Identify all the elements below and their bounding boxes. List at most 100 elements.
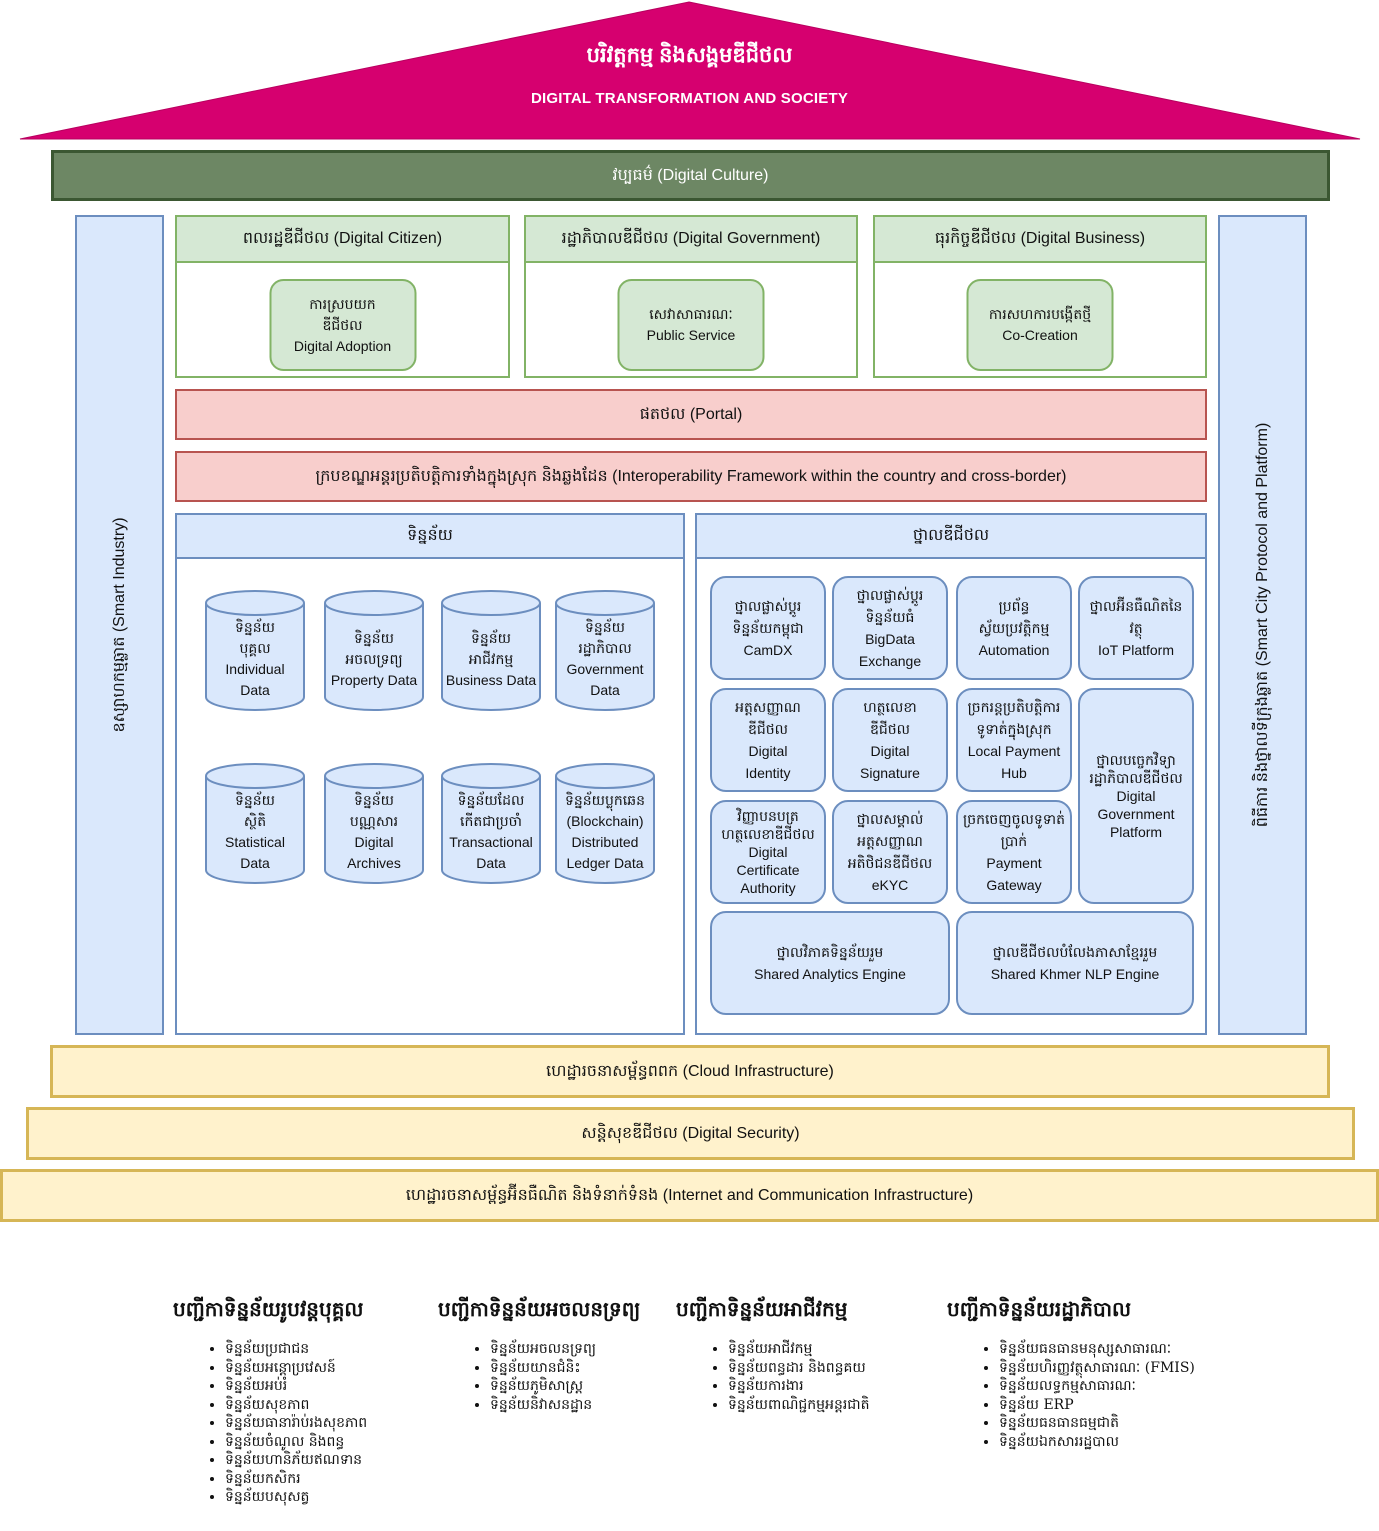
- platform-en-line: Shared Analytics Engine: [754, 966, 906, 982]
- platform-km-line: ថ្នាលអ៊ីនធឺណិតនៃ: [1089, 598, 1183, 614]
- registry-item: ទិន្នន័យភូមិសាស្ត្រ: [490, 1377, 640, 1396]
- registry-item: ទិន្នន័យពាណិជ្ជកម្មអន្តរជាតិ: [728, 1396, 870, 1415]
- digital-citizen-title: ពលរដ្ឋឌីជីថល (Digital Citizen): [242, 230, 443, 247]
- registry-item: ទិន្នន័យឯកសាររដ្ឋបាល: [999, 1433, 1195, 1452]
- data-store-km-line: ទិន្នន័យ: [354, 629, 394, 646]
- digital-security-label: សន្តិសុខឌីជីថល (Digital Security): [581, 1124, 800, 1142]
- data-store-km-line: កើតជាប្រចាំ: [460, 813, 522, 829]
- platform-km-line: ស្វ័យប្រវត្តិកម្ម: [978, 620, 1050, 636]
- registry-item: ទិន្នន័យធនធានធម្មជាតិ: [999, 1414, 1195, 1433]
- data-store-km-line: អាជីវកម្ម: [468, 650, 514, 667]
- platform-en-line: Signature: [860, 765, 920, 781]
- interoperability-label: ក្របខណ្ឌអន្តរប្រតិបត្តិការទាំងក្នុងស្រុក…: [315, 467, 1067, 485]
- platform-km-line: ថ្នាលឌីជីថលបំលែងភាសាខ្មែររួម: [992, 944, 1158, 960]
- platform-en-line: Platform: [1109, 824, 1163, 840]
- data-store-km-line: ទិន្នន័យ: [235, 619, 275, 635]
- portal-bar: ផតថល (Portal): [175, 389, 1207, 440]
- registry-title: បញ្ជីកាទិន្នន័យអចលនទ្រព្យ: [438, 1297, 641, 1321]
- data-store-km-line: ទិន្នន័យប្លុកឆេន: [565, 792, 645, 808]
- data-store-en-line: Data: [590, 682, 620, 698]
- platform-km-line: ច្រកចេញចូលទូទាត់: [963, 811, 1065, 827]
- public-service-box: សេវាសាធារណៈ Public Service: [617, 279, 765, 371]
- data-store-en-line: Transactional: [449, 834, 533, 850]
- registry-title: បញ្ជីកាទិន្នន័យរូបវន្តបុគ្គល: [173, 1297, 364, 1321]
- platform-box-iot: ថ្នាលអ៊ីនធឺណិតនៃវត្ថុIoT Platform: [1078, 576, 1194, 680]
- digital-government-panel: រដ្ឋាភិបាលឌីជីថល (Digital Government) សេ…: [524, 215, 858, 378]
- platform-en-line: Certificate: [736, 862, 800, 878]
- co-creation-box: ការសហការបង្កើតថ្មី Co-Creation: [966, 279, 1114, 371]
- registry-item: ទិន្នន័យយានជំនិះ: [490, 1359, 640, 1378]
- platform-km-line: ទិន្នន័យធំ: [865, 609, 915, 625]
- digital-platform-title: ថ្នាលឌីជីថល: [912, 527, 990, 544]
- platform-km-line: អត្តសញ្ញាណ: [735, 699, 801, 715]
- digital-platform-panel: ថ្នាលឌីជីថល ថ្នាលផ្លាស់ប្តូរទិន្នន័យកម្ព…: [695, 513, 1207, 1035]
- digital-business-header: ធុរកិច្ចឌីជីថល (Digital Business): [875, 217, 1205, 263]
- platform-km-line: ថ្នាលសម្គាល់: [856, 811, 924, 827]
- registry-item: ទិន្នន័យហានិភ័យឥណទាន: [225, 1451, 367, 1470]
- platform-km-line: ឌីជីថល: [748, 721, 788, 737]
- registry-items: ទិន្នន័យអចលនទ្រព្យទិន្នន័យយានជំនិះទិន្នន…: [438, 1340, 640, 1414]
- data-store-km-line: ទិន្នន័យ: [354, 792, 394, 808]
- registry-item: ទិន្នន័យអប់រំ: [225, 1377, 367, 1396]
- platform-km-line: ថ្នាលផ្លាស់ប្តូរ: [734, 598, 802, 614]
- platform-km-line: ថ្នាលវិភាគទិន្នន័យរួម: [776, 944, 884, 960]
- data-store-en-line: Data: [240, 855, 270, 871]
- data-store-en-line: Business Data: [445, 671, 537, 688]
- platform-en-line: Digital: [748, 844, 788, 860]
- registry-item: ទិន្នន័យអចលនទ្រព្យ: [490, 1340, 640, 1359]
- registry-item: ទិន្នន័យធានារ៉ាប់រងសុខភាព: [225, 1414, 367, 1433]
- cloud-infrastructure-bar: ហេដ្ឋារចនាសម្ព័ន្ធពពក (Cloud Infrastruct…: [50, 1045, 1330, 1098]
- data-store-km-line: រដ្ឋាភិបាល: [578, 640, 632, 656]
- ict-infrastructure-bar: ហេដ្ឋារចនាសម្ព័ន្ធអ៊ីនធឺណិត និងទំនាក់ទំន…: [0, 1169, 1379, 1222]
- cloud-infrastructure-label: ហេដ្ឋារចនាសម្ព័ន្ធពពក (Cloud Infrastruct…: [546, 1062, 834, 1080]
- platform-en-line: Government: [1097, 806, 1175, 822]
- registry-item: ទិន្នន័យអន្តោប្រវេសន៍: [225, 1359, 367, 1378]
- digital-citizen-panel: ពលរដ្ឋឌីជីថល (Digital Citizen) ការស្របយក…: [175, 215, 510, 378]
- registry-item: ទិន្នន័យចំណូល និងពន្ធ: [225, 1433, 367, 1452]
- box-en-label: Public Service: [646, 327, 736, 343]
- roof-title-english: DIGITAL TRANSFORMATION AND SOCIETY: [530, 90, 849, 107]
- registry-item: ទិន្នន័យអាជីវកម្ម: [728, 1340, 870, 1359]
- digital-citizen-header: ពលរដ្ឋឌីជីថល (Digital Citizen): [177, 217, 508, 263]
- platform-en-line: Digital: [870, 743, 910, 759]
- data-store-km-line: ទិន្នន័យ: [235, 792, 275, 808]
- data-store-km-line: ស្ថិតិ: [243, 813, 267, 829]
- data-store-en-line: Distributed: [571, 834, 639, 850]
- smart-city-label: ពិធីការ និងថ្នាលទីក្រុងឆ្លាត (Smart City…: [1253, 422, 1271, 828]
- data-store-km-line: ទិន្នន័យ: [585, 619, 625, 635]
- data-store-en-line: Statistical: [225, 834, 285, 850]
- registry-items: ទិន្នន័យអាជីវកម្មទិន្នន័យពន្ធដារ និងពន្ធ…: [676, 1340, 870, 1414]
- smart-city-pillar: ពិធីការ និងថ្នាលទីក្រុងឆ្លាត (Smart City…: [1218, 215, 1307, 1035]
- platform-en-line: Authority: [740, 880, 796, 896]
- data-store-en-line: Data: [240, 682, 270, 698]
- platform-en-line: Exchange: [858, 653, 922, 669]
- platform-en-line: IoT Platform: [1098, 642, 1174, 658]
- platform-km-line: អត្តសញ្ញាណ: [857, 833, 923, 849]
- platform-en-line: Digital: [1116, 788, 1156, 804]
- data-store-km-line: បណ្ណសារ: [349, 813, 399, 829]
- registry-item: ទិន្នន័យកសិករ: [225, 1470, 367, 1489]
- platform-km-line: អតិថិជនឌីជីថល: [847, 855, 933, 871]
- registry-item: ទិន្នន័យធនធានមនុស្សសាធារណៈ: [999, 1340, 1195, 1359]
- registry-title: បញ្ជីកាទិន្នន័យអាជីវកម្ម: [676, 1297, 848, 1321]
- platform-en-line: Gateway: [986, 877, 1042, 893]
- digital-business-panel: ធុរកិច្ចឌីជីថល (Digital Business) ការសហក…: [873, 215, 1207, 378]
- registry-item: ទិន្នន័យ ERP: [999, 1396, 1195, 1415]
- platform-en-line: Shared Khmer NLP Engine: [990, 966, 1160, 982]
- registry-item: ទិន្នន័យការងារ: [728, 1377, 870, 1396]
